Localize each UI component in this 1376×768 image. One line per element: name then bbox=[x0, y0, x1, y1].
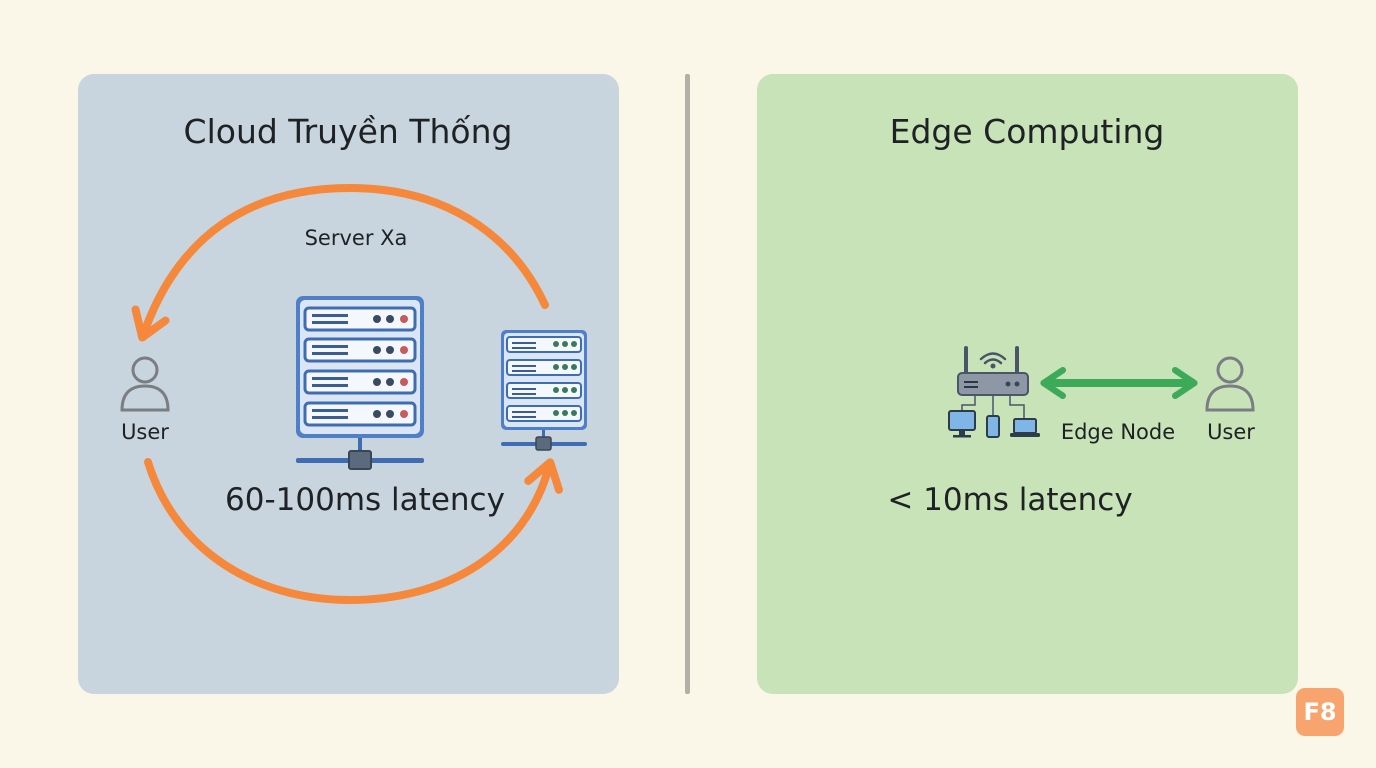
cloud-user-icon bbox=[120, 356, 170, 412]
top-return-arrow bbox=[131, 183, 549, 342]
panel-divider bbox=[685, 74, 690, 694]
cloud-title: Cloud Truyền Thống bbox=[183, 112, 513, 151]
server-rack-icon bbox=[296, 296, 424, 470]
bottom-request-arrow bbox=[144, 458, 563, 605]
edge-user-label: User bbox=[1207, 420, 1255, 444]
edge-node-label: Edge Node bbox=[1060, 420, 1176, 444]
edge-user-icon bbox=[1205, 356, 1255, 412]
edge-latency: < 10ms latency bbox=[887, 482, 1133, 518]
laptop-icon bbox=[1010, 418, 1040, 437]
f8-logo-badge: F8 bbox=[1296, 688, 1344, 736]
desktop-icon bbox=[948, 410, 976, 438]
edge-router-icon bbox=[957, 346, 1029, 418]
cloud-latency: 60-100ms latency bbox=[225, 482, 505, 518]
server-label: Server Xa bbox=[304, 226, 408, 250]
remote-server-icon bbox=[501, 330, 587, 451]
cloud-user-label: User bbox=[121, 420, 169, 444]
phone-icon bbox=[986, 415, 1000, 438]
edge-title: Edge Computing bbox=[889, 112, 1165, 151]
